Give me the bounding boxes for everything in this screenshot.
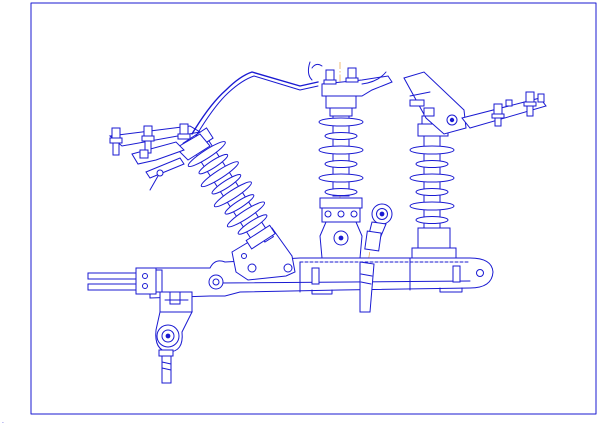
left-terminal-bolts <box>109 123 191 159</box>
right-insulator <box>409 115 457 259</box>
operating-link <box>359 203 393 313</box>
base-frame <box>149 257 494 299</box>
left-terminal <box>108 123 202 191</box>
switch-blade-link <box>191 61 323 137</box>
left-shaft-assembly <box>87 267 163 295</box>
right-contact-jaw <box>403 71 547 135</box>
center-insulator <box>318 67 393 259</box>
left-tilted-insulator <box>175 127 296 281</box>
drawing-frame <box>30 2 597 415</box>
corner-mark: · <box>2 420 4 427</box>
lower-crank-arm <box>155 291 193 384</box>
